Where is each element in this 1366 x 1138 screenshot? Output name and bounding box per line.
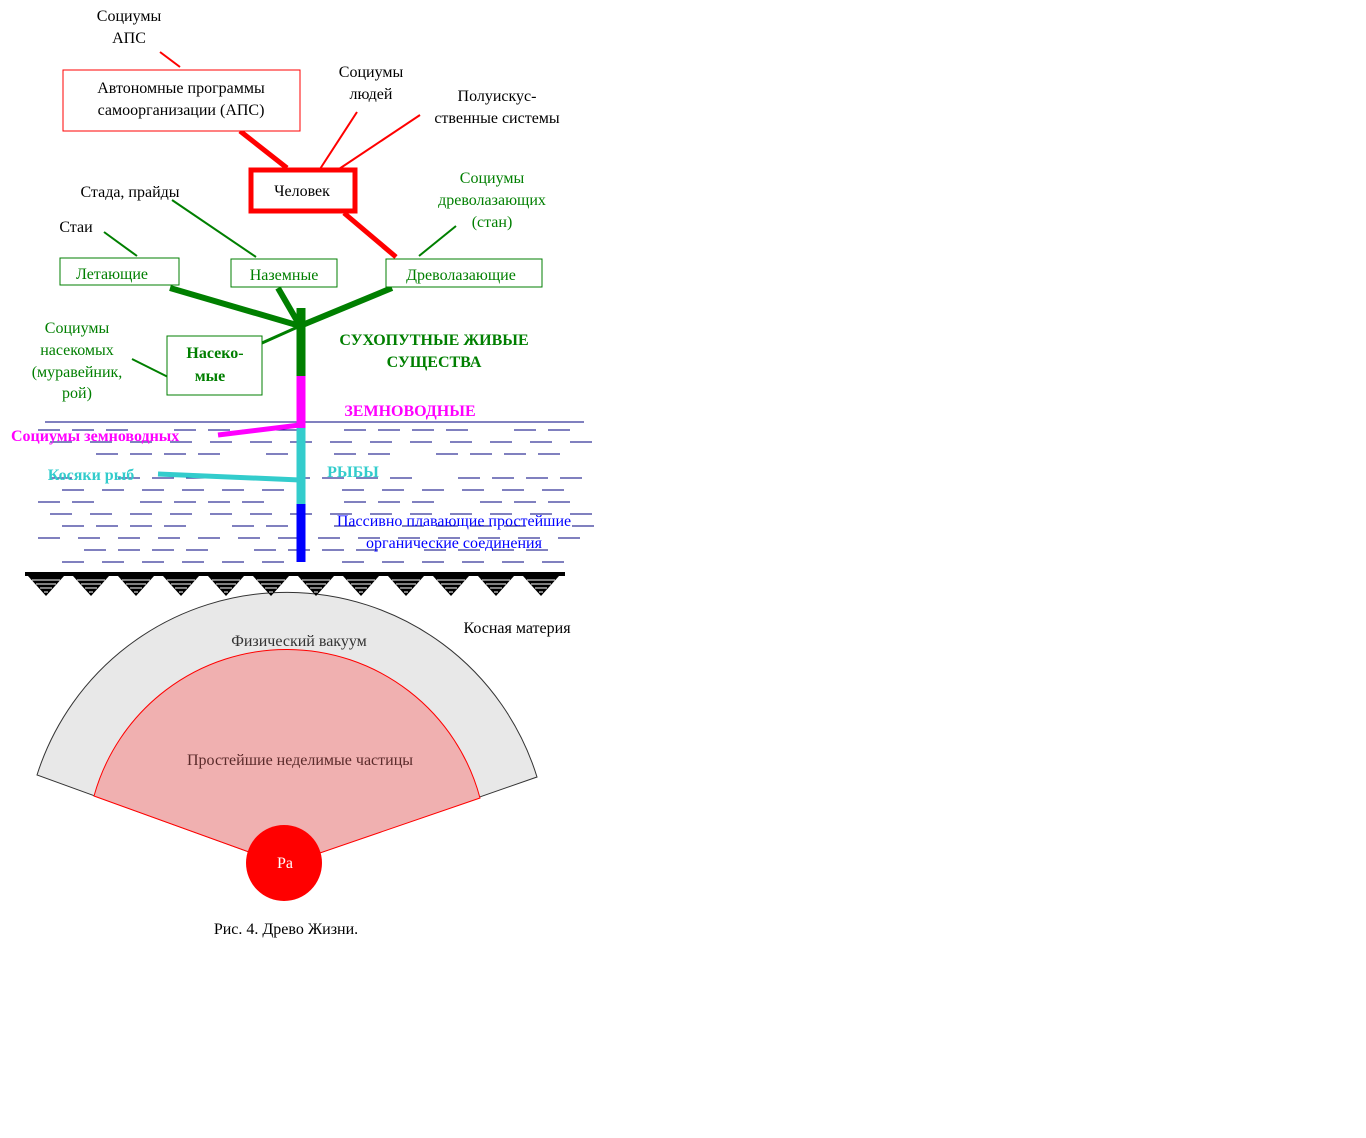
ground-tooth — [163, 576, 199, 596]
particles-area — [93, 648, 481, 866]
socium-aps-label-2: АПС — [112, 30, 146, 47]
ground-tooth — [208, 576, 244, 596]
socium-insects-label-2: насекомых — [40, 342, 114, 359]
socium-aps-label-1: Социумы — [97, 8, 162, 25]
ra-circle — [246, 825, 322, 901]
insects-label-1: Насеко- — [186, 345, 243, 362]
flock-label: Стаи — [59, 219, 93, 236]
ground-tooth — [343, 576, 379, 596]
ground-label: Наземные — [250, 267, 319, 284]
fan-diagram: Физический вакуум Простейшие неделимые ч… — [36, 591, 538, 901]
fish-label: РЫБЫ — [327, 464, 379, 481]
ground-tooth — [73, 576, 109, 596]
amphibians-label: ЗЕМНОВОДНЫЕ — [344, 403, 475, 420]
ground-tooth — [478, 576, 514, 596]
socium-insects-label-1: Социумы — [45, 320, 110, 337]
tree-branches — [103, 51, 457, 483]
ground-tooth — [523, 576, 559, 596]
ground-tooth — [298, 576, 334, 596]
aps-box-label-2: самоорганизации (АПС) — [98, 102, 265, 119]
socium-tree-label-1: Социумы — [460, 170, 525, 187]
passive-label-1: Пассивно плавающие простейшие — [337, 513, 571, 530]
ground-tooth — [28, 576, 64, 596]
ground-tooth — [388, 576, 424, 596]
vacuum-label: Физический вакуум — [231, 633, 367, 650]
fish-schools-label: Косяки рыб — [48, 467, 134, 484]
land-creatures-label-2: СУЩЕСТВА — [387, 354, 482, 371]
climbing-box — [385, 258, 543, 288]
socium-tree-label-3: (стан) — [472, 214, 513, 231]
ground-tooth — [118, 576, 154, 596]
human-label: Человек — [274, 183, 330, 200]
socium-insects-label-4: рой) — [62, 385, 92, 402]
semiart-label-2: ственные системы — [434, 110, 560, 127]
socium-people-label-2: людей — [350, 86, 393, 103]
ra-label: Ра — [277, 855, 293, 872]
semiart-label-1: Полуискус- — [458, 88, 537, 105]
climbing-label: Древолазающие — [406, 267, 516, 284]
ground-strip — [25, 572, 565, 596]
socium-amphibians-label: Социумы земноводных — [11, 428, 179, 445]
ground-box — [230, 258, 338, 288]
figure-caption: Рис. 4. Древо Жизни. — [214, 921, 358, 938]
ground-tooth — [433, 576, 469, 596]
insects-box — [166, 335, 263, 396]
water-area — [38, 421, 594, 563]
particles-label: Простейшие неделимые частицы — [187, 752, 413, 769]
socium-tree-label-2: древолазающих — [438, 192, 546, 209]
ground-tooth — [253, 576, 289, 596]
flying-box — [59, 257, 180, 286]
insects-label-2: мые — [195, 368, 226, 385]
inert-matter-label: Косная материя — [463, 620, 571, 637]
human-box — [248, 167, 358, 214]
passive-label-2: органические соединения — [366, 535, 543, 552]
aps-box — [62, 69, 301, 132]
flying-label: Летающие — [76, 266, 148, 283]
socium-people-label-1: Социумы — [339, 64, 404, 81]
herds-label: Стада, прайды — [80, 184, 179, 201]
land-creatures-label-1: СУХОПУТНЫЕ ЖИВЫЕ — [339, 332, 528, 349]
aps-box-label-1: Автономные программы — [97, 80, 265, 97]
socium-insects-label-3: (муравейник, — [32, 364, 123, 381]
